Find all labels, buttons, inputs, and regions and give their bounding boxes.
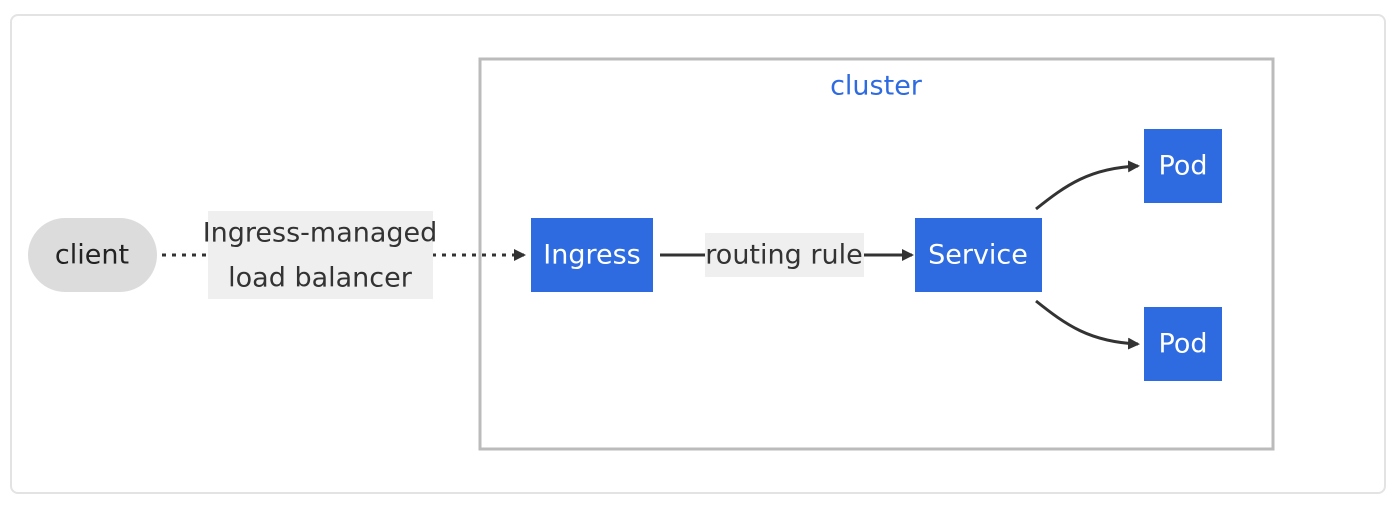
node-pod-top-label: Pod (1159, 151, 1208, 182)
edge-label-load-balancer-line2: load balancer (228, 263, 413, 294)
edge-service-to-pod-top (1035, 160, 1140, 211)
edge-label-routing-rule: routing rule (705, 240, 862, 271)
cluster-title: cluster (830, 71, 923, 102)
node-ingress-label: Ingress (543, 240, 640, 271)
node-service-label: Service (928, 240, 1028, 271)
node-service: Service (915, 218, 1042, 292)
edge-label-load-balancer-line1: Ingress-managed (203, 218, 438, 249)
node-pod-bottom-label: Pod (1159, 329, 1208, 360)
node-pod-bottom: Pod (1144, 307, 1222, 381)
node-pod-top: Pod (1144, 129, 1222, 203)
edge-label-load-balancer-bg (208, 211, 433, 299)
cluster-box (478, 57, 1275, 451)
node-ingress: Ingress (531, 218, 653, 292)
node-client-label: client (55, 240, 129, 271)
edge-label-routing-rule-bg (705, 233, 864, 277)
edge-service-to-pod-bottom (1035, 299, 1140, 350)
node-client: client (28, 218, 157, 292)
